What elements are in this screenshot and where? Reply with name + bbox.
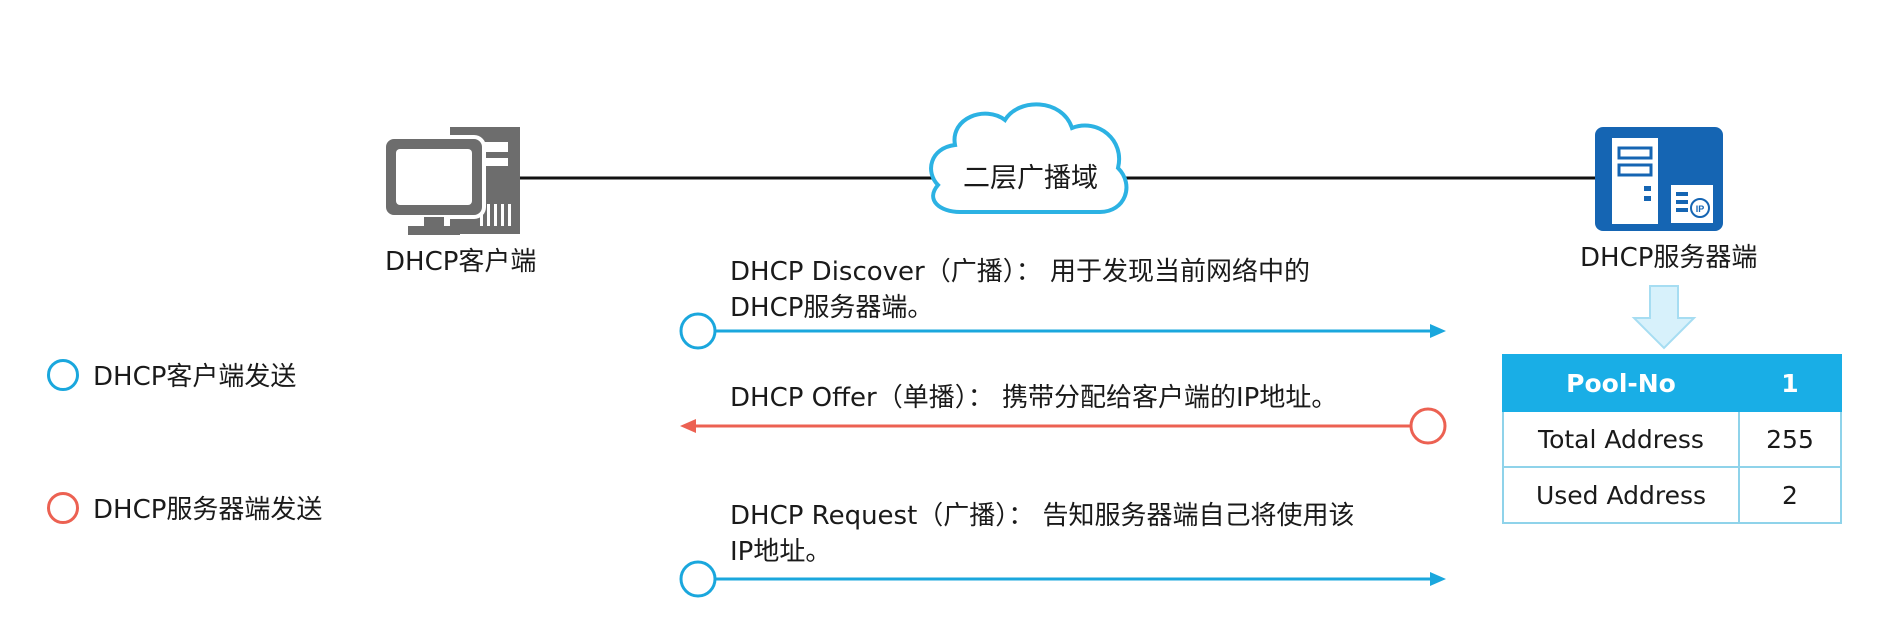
cloud-label: 二层广播域 [963, 163, 1098, 194]
offer-message-line1: DHCP Offer（单播）： 携带分配给客户端的IP地址。 [730, 383, 1338, 413]
legend-client-circle-icon [47, 358, 79, 391]
pc-client-icon [382, 127, 520, 235]
svg-text:IP: IP [1696, 204, 1705, 214]
broadcast-domain-cloud-icon [929, 102, 1129, 214]
table-cell: 2 [1738, 466, 1842, 524]
legend-client: DHCP客户端发送 [47, 356, 296, 393]
legend-client-label: DHCP客户端发送 [93, 362, 297, 392]
offer-arrow [680, 407, 1447, 445]
discover-message-line1: DHCP Discover（广播）： 用于发现当前网络中的 [730, 257, 1310, 287]
table-row: Total Address 255 [1502, 410, 1842, 468]
address-pool-table: Pool-No 1 Total Address 255 Used Address… [1502, 354, 1842, 524]
discover-message-line2: DHCP服务器端。 [730, 293, 934, 323]
discover-message: DHCP Discover（广播）： 用于发现当前网络中的 DHCP服务器端。 [730, 254, 1310, 326]
legend-server-label: DHCP服务器端发送 [93, 495, 323, 525]
table-cell: Total Address [1502, 410, 1740, 468]
legend-server: DHCP服务器端发送 [47, 489, 322, 526]
dhcp-server-icon: IP [1595, 127, 1723, 231]
table-cell: Used Address [1502, 466, 1740, 524]
legend-server-circle-icon [47, 491, 79, 524]
request-message: DHCP Request（广播）： 告知服务器端自己将使用该 IP地址。 [730, 498, 1355, 570]
request-message-line2: IP地址。 [730, 537, 832, 567]
table-cell: 255 [1738, 410, 1842, 468]
table-header-cell: Pool-No [1502, 354, 1740, 412]
table-header-row: Pool-No 1 [1502, 354, 1842, 412]
request-arrow [679, 560, 1446, 598]
offer-message: DHCP Offer（单播）： 携带分配给客户端的IP地址。 [730, 380, 1337, 416]
request-message-line1: DHCP Request（广播）： 告知服务器端自己将使用该 [730, 501, 1355, 531]
pool-down-arrow-icon [1631, 285, 1697, 350]
client-label: DHCP客户端 [385, 247, 537, 277]
table-row: Used Address 2 [1502, 466, 1842, 524]
table-header-cell: 1 [1738, 354, 1842, 412]
server-label: DHCP服务器端 [1580, 243, 1758, 273]
discover-arrow [679, 312, 1446, 350]
